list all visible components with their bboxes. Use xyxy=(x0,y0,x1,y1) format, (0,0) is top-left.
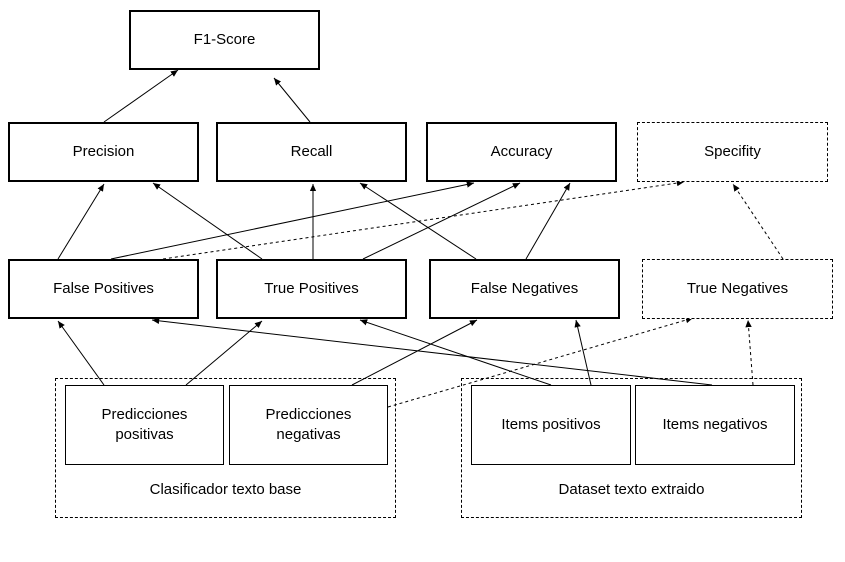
precision-node: Precision xyxy=(8,122,199,182)
items-negativos-node: Items negativos xyxy=(635,385,795,465)
recall-label: Recall xyxy=(290,143,333,160)
true-negatives-label: True Negatives xyxy=(686,280,789,297)
predicciones-negativas-node: Predicciones negativas xyxy=(229,385,388,465)
edge-items-positivos-to-true-positives xyxy=(359,319,552,386)
false-positives-node: False Positives xyxy=(8,259,199,319)
f1-score-label: F1-Score xyxy=(193,31,256,48)
edge-true-positives-to-precision xyxy=(152,182,263,260)
recall-node: Recall xyxy=(216,122,407,182)
edge-false-positives-to-specifity xyxy=(162,179,685,260)
edge-recall-to-f1-score xyxy=(273,77,311,123)
predicciones-positivas-node: Predicciones positivas xyxy=(65,385,224,465)
accuracy-label: Accuracy xyxy=(490,143,553,160)
false-negatives-label: False Negatives xyxy=(470,280,579,297)
specifity-node: Specifity xyxy=(637,122,828,182)
false-negatives-node: False Negatives xyxy=(429,259,620,319)
edge-predicciones-positivas-to-false-positives xyxy=(57,320,105,386)
accuracy-node: Accuracy xyxy=(426,122,617,182)
true-negatives-node: True Negatives xyxy=(642,259,833,319)
edge-predicciones-positivas-to-true-positives xyxy=(185,320,263,386)
true-positives-node: True Positives xyxy=(216,259,407,319)
predicciones-positivas-label: Predicciones positivas xyxy=(101,406,188,443)
f1-score-node: F1-Score xyxy=(129,10,320,70)
edge-false-negatives-to-recall xyxy=(359,182,477,260)
edge-true-negatives-to-specifity xyxy=(732,183,784,260)
edge-true-positives-to-accuracy xyxy=(362,182,521,260)
predicciones-negativas-label: Predicciones negativas xyxy=(265,406,352,443)
false-positives-label: False Positives xyxy=(53,280,154,297)
items-positivos-label: Items positivos xyxy=(501,416,601,433)
clasificador-group-label: Clasificador texto base xyxy=(149,481,302,498)
edge-items-negativos-to-false-positives xyxy=(151,317,713,386)
precision-label: Precision xyxy=(72,143,135,160)
edge-false-positives-to-accuracy xyxy=(110,181,475,260)
true-positives-label: True Positives xyxy=(264,280,359,297)
edge-predicciones-negativas-to-false-negatives xyxy=(351,319,478,386)
edge-items-negativos-to-true-negatives xyxy=(745,319,754,386)
dataset-group-label: Dataset texto extraido xyxy=(558,481,705,498)
edge-false-positives-to-precision xyxy=(57,183,105,260)
items-negativos-label: Items negativos xyxy=(662,416,768,433)
items-positivos-node: Items positivos xyxy=(471,385,631,465)
edge-precision-to-f1-score xyxy=(103,69,179,123)
edge-items-positivos-to-false-negatives xyxy=(574,319,592,386)
specifity-label: Specifity xyxy=(704,143,761,160)
edge-false-negatives-to-accuracy xyxy=(525,182,571,260)
